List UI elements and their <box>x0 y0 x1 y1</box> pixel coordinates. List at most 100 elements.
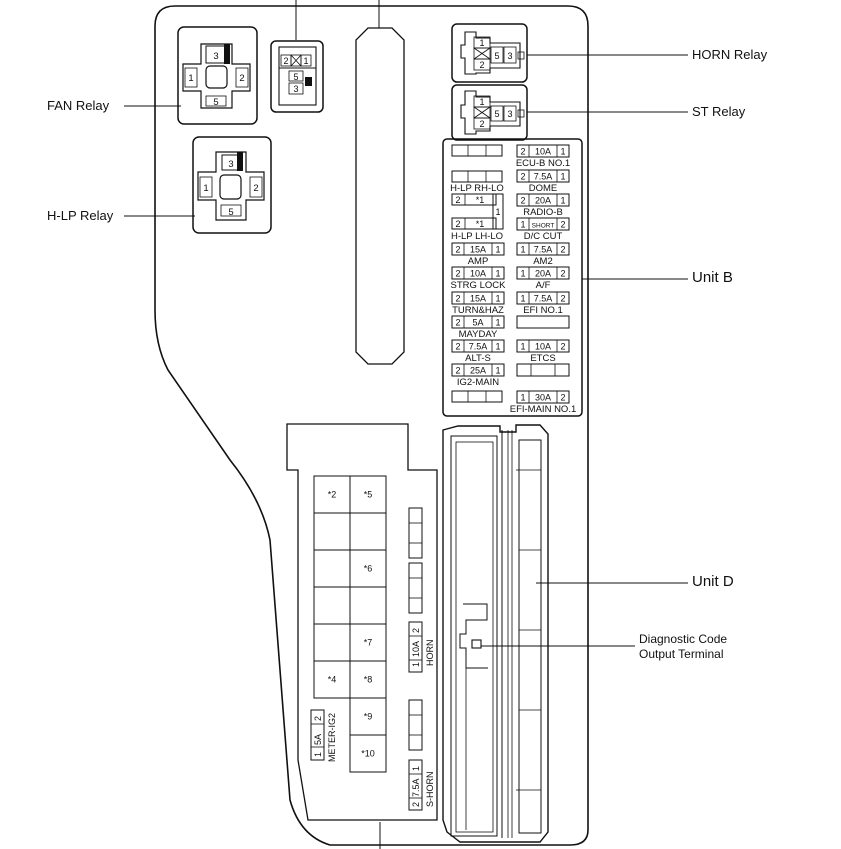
st-relay: 1 2 5 3 <box>451 84 528 141</box>
lower-block: *2*5*6*7*4*8*9*10 1 10A 2 HORN 2 7.5A <box>286 423 438 821</box>
s-horn-fuse-label: S-HORN <box>425 772 435 808</box>
fuse-pin-b: 2 <box>560 220 565 230</box>
diagnostic-code-output-terminal <box>471 639 482 649</box>
svg-text:2: 2 <box>313 716 323 721</box>
fuse-amperage: 10A <box>535 342 551 352</box>
small-relay-pin-1: 1 <box>303 56 308 66</box>
hlp-relay-pin-top: 3 <box>228 159 233 170</box>
relay-socket-code: *7 <box>364 638 373 648</box>
fuse-pin-a: 2 <box>520 172 525 182</box>
diagnostic-terminal-label-line1: Diagnostic Code <box>639 632 728 646</box>
shared-pin-box <box>492 193 504 230</box>
horn-relay-pin-2: 2 <box>479 60 484 70</box>
fuse-pin-b: 1 <box>495 245 500 255</box>
unit-b-label: Unit B <box>692 269 733 286</box>
hlp-relay-label: H-LP Relay <box>47 208 114 223</box>
fuse-amperage: 15A <box>470 294 486 304</box>
fuse-pin-b: 1 <box>495 342 500 352</box>
svg-text:10A: 10A <box>411 641 421 657</box>
fuse-name: ECU-B NO.1 <box>516 158 570 169</box>
fuse-pin-b: 1 <box>495 294 500 304</box>
fuse-amperage: 7.5A <box>534 294 553 304</box>
fuse-pin-a: 2 <box>455 342 460 352</box>
fuse-amperage: 10A <box>470 269 486 279</box>
relay-socket-code: *8 <box>364 675 373 685</box>
meter-ig2-fuse-label: METER-IG2 <box>327 713 337 762</box>
lower-relay-grid: *2*5*6*7*4*8*9*10 <box>313 475 387 773</box>
fuse-name: EFI NO.1 <box>523 305 563 316</box>
blank-fuse <box>451 390 503 403</box>
fuse-amperage: 7.5A <box>469 342 488 352</box>
fuse-pin-a: 2 <box>455 318 460 328</box>
hlp-relay-pin-bottom: 5 <box>228 207 233 218</box>
svg-text:1: 1 <box>411 766 421 771</box>
star-fuse-rh <box>451 193 497 206</box>
hlp-relay-pin-left: 1 <box>203 183 208 194</box>
fuse-name: AMP <box>468 256 489 267</box>
svg-text:2: 2 <box>411 628 421 633</box>
svg-text:7.5A: 7.5A <box>411 778 421 797</box>
fuse-amperage: SHORT <box>532 223 555 230</box>
relay-socket <box>313 623 351 662</box>
fan-relay-label: FAN Relay <box>47 98 110 113</box>
fuse-pin-b: 2 <box>560 269 565 279</box>
small-relay: 2 1 5 3 <box>270 40 324 113</box>
horn-fuse: 1 10A 2 HORN <box>408 621 435 673</box>
fuse-pin-a: 1 <box>520 245 525 255</box>
fuse-amperage: 10A <box>535 147 551 157</box>
fuse-pin-a: 1 <box>520 294 525 304</box>
main-fusible-slot <box>355 27 405 365</box>
fuse-name: DOME <box>529 183 558 194</box>
fuse-name: RADIO-B <box>523 207 563 218</box>
relay-socket <box>313 512 351 551</box>
fuse-pin-a: 2 <box>455 294 460 304</box>
fuse-amperage: 20A <box>535 196 551 206</box>
fuse-pin-b: 1 <box>560 196 565 206</box>
fan-relay-pin-top: 3 <box>213 51 218 62</box>
unit-d-label: Unit D <box>692 573 734 590</box>
unit-d <box>442 424 549 843</box>
small-relay-pin-2: 2 <box>283 56 288 66</box>
s-horn-fuse: 2 7.5A 1 S-HORN <box>408 759 435 811</box>
fuse-amperage: 30A <box>535 393 551 403</box>
fuse-amperage: 15A <box>470 245 486 255</box>
blank-fuse-vertical <box>408 507 423 559</box>
fuse-pin-b: 1 <box>495 366 500 376</box>
fuse-pin-b: 1 <box>495 269 500 279</box>
blank-fuse-right <box>516 363 570 377</box>
fuse-name: A/F <box>536 280 551 291</box>
svg-text:2: 2 <box>411 802 421 807</box>
relay-socket <box>313 549 351 588</box>
svg-text:*1: *1 <box>476 195 485 205</box>
small-relay-pin-3: 3 <box>293 84 298 94</box>
hlp-rh-lo-label: H-LP RH-LO <box>450 183 504 194</box>
relay-socket-code: *4 <box>328 675 337 685</box>
svg-text:1: 1 <box>495 207 500 217</box>
fuse-pin-a: 2 <box>455 366 460 376</box>
fuse-name: EFI-MAIN NO.1 <box>510 404 577 415</box>
relay-socket <box>349 586 387 625</box>
meter-ig2-fuse: 1 5A 2 METER-IG2 <box>310 709 337 762</box>
fuse-pin-b: 1 <box>560 172 565 182</box>
relay-socket-code: *10 <box>361 749 375 759</box>
fuse-name: ETCS <box>530 353 555 364</box>
fuse-pin-a: 2 <box>520 196 525 206</box>
st-relay-label: ST Relay <box>692 104 746 119</box>
fuse-pin-b: 2 <box>560 393 565 403</box>
relay-socket-code: *2 <box>328 490 337 500</box>
relay-socket-code: *6 <box>364 564 373 574</box>
relay-socket <box>349 512 387 551</box>
svg-text:*1: *1 <box>476 219 485 229</box>
